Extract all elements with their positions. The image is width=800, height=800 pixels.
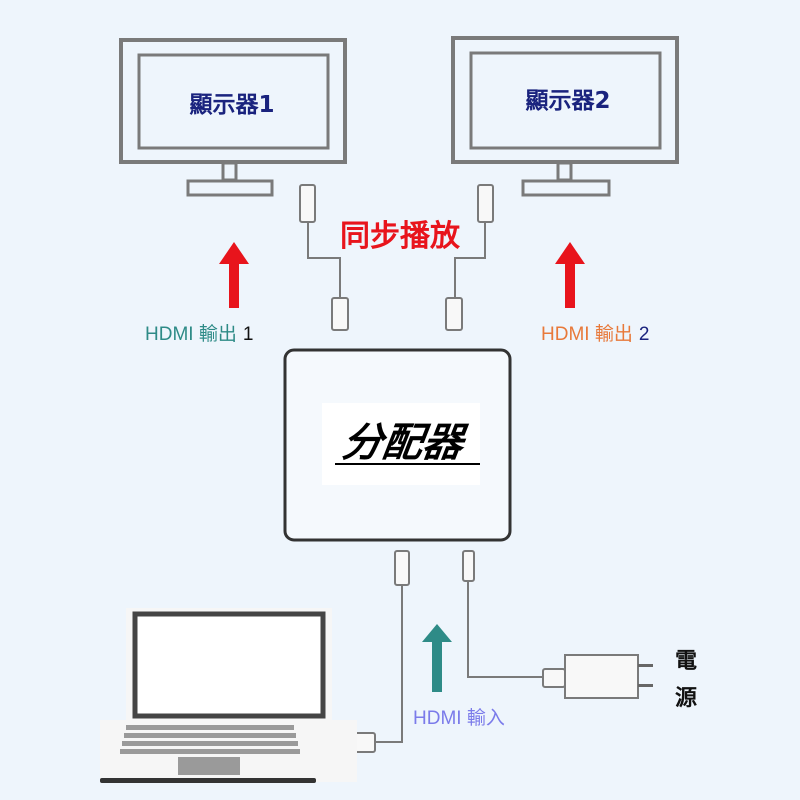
monitor-1: 顯示器1 (119, 38, 347, 197)
hdmi-cable-input (347, 550, 410, 753)
power-cable (462, 550, 566, 688)
laptop-icon (100, 608, 357, 783)
output-arrow-2-icon (555, 242, 585, 308)
monitor-2: 顯示器2 (451, 36, 679, 197)
sync-playback-label: 同步播放 (340, 219, 461, 254)
power-label-2: 源 (675, 686, 697, 711)
power-label-1: 電 (675, 649, 697, 674)
monitor-2-label: 顯示器2 (525, 88, 610, 114)
output-arrow-1-icon (219, 242, 249, 308)
monitor-1-label: 顯示器1 (189, 92, 274, 118)
hdmi-input-label: HDMI 輸入 (413, 707, 505, 729)
splitter-label: 分配器 (340, 420, 470, 466)
input-arrow-icon (422, 624, 452, 692)
hdmi-cable-output-1 (299, 184, 349, 331)
hdmi-cable-output-2 (445, 184, 494, 331)
power-adapter-icon (564, 654, 653, 699)
splitter-box: 分配器 (283, 348, 512, 542)
